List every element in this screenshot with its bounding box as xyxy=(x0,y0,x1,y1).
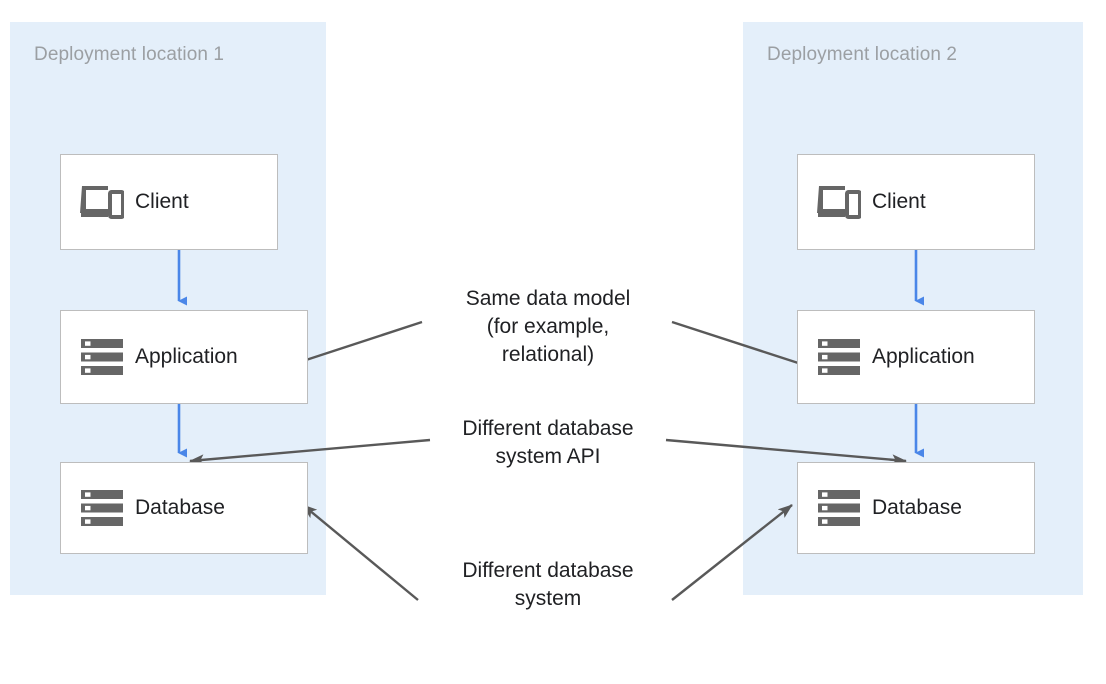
node-client-1[interactable]: Client xyxy=(60,154,278,250)
deployment-location-1-title: Deployment location 1 xyxy=(34,44,225,65)
annotation-line: Different database xyxy=(462,417,634,440)
devices-icon xyxy=(816,182,862,222)
annotation-line: (for example, xyxy=(486,315,610,338)
server-icon xyxy=(816,337,862,377)
annotation-line: relational) xyxy=(501,343,595,366)
node-label: Application xyxy=(872,345,975,368)
node-label: Client xyxy=(872,190,926,213)
node-application-2[interactable]: Application xyxy=(797,310,1035,404)
deployment-location-2-title: Deployment location 2 xyxy=(767,44,958,65)
node-client-2[interactable]: Client xyxy=(797,154,1035,250)
node-database-2[interactable]: Database xyxy=(797,462,1035,554)
annotation-line: Same data model xyxy=(465,287,631,310)
annotation-line: system API xyxy=(495,445,601,468)
node-database-1[interactable]: Database xyxy=(60,462,308,554)
annotation-same-data-model: Same data model (for example, relational… xyxy=(418,285,678,369)
annotation-different-database-system: Different database system xyxy=(418,557,678,613)
node-label: Application xyxy=(135,345,238,368)
node-label: Database xyxy=(135,496,225,519)
server-icon xyxy=(79,488,125,528)
annotation-line: system xyxy=(514,587,582,610)
node-application-1[interactable]: Application xyxy=(60,310,308,404)
annotation-line: Different database xyxy=(462,559,634,582)
server-icon xyxy=(79,337,125,377)
annotation-different-database-system-api: Different database system API xyxy=(418,415,678,471)
node-label: Client xyxy=(135,190,189,213)
devices-icon xyxy=(79,182,125,222)
node-label: Database xyxy=(872,496,962,519)
server-icon xyxy=(816,488,862,528)
